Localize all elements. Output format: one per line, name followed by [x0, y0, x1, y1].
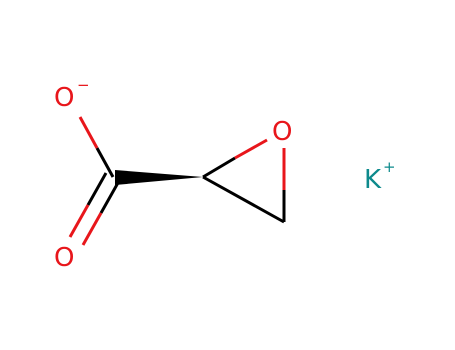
atom-epoxide-o-label: O — [272, 117, 292, 147]
charge-plus-label: + — [383, 158, 396, 176]
bond-epoxide-c-to-o — [202, 138, 268, 179]
bond-epoxide-c-to-ch2 — [202, 175, 285, 224]
bond-carboxyl-c-to-o-minus — [78, 116, 115, 178]
bond-carboxyl-c-to-carbonyl-o — [68, 172, 121, 246]
atom-o-minus-label: O — [54, 83, 74, 113]
charge-minus-label: − — [77, 76, 90, 94]
atom-carbonyl-o-label: O — [54, 243, 74, 273]
wedge-bond-stereocenter — [115, 170, 203, 185]
atom-potassium-label: K — [364, 165, 382, 195]
